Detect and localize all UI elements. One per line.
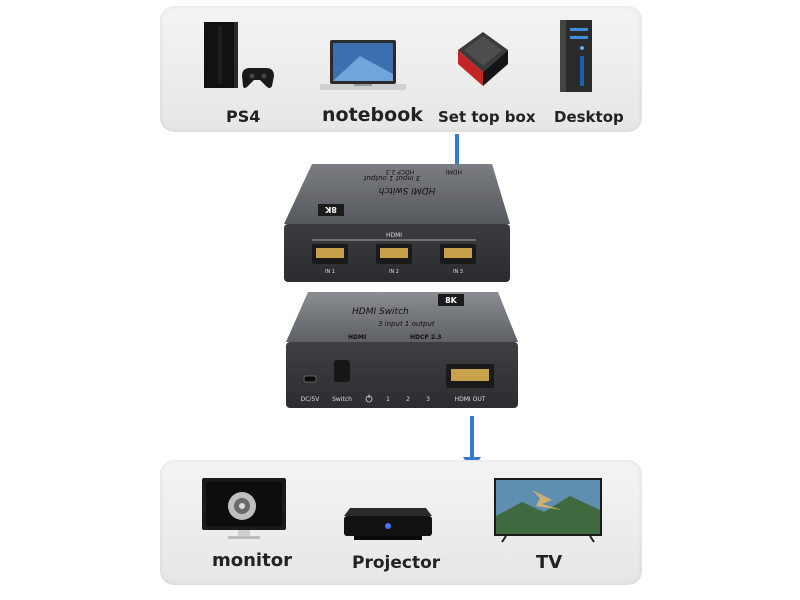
hdmi-switch-input-side: 8K HDMI Switch 3 input 1 output HDCP 2.3… <box>282 160 512 286</box>
desktop-tower-icon <box>556 18 596 94</box>
ps4-label: PS4 <box>226 107 261 126</box>
switch-out-brand: HDMI Switch <box>352 307 409 317</box>
switch-in-logo: HDMI <box>446 168 462 175</box>
switch-out-led-2: 2 <box>406 396 410 403</box>
switch-out-hdcp: HDCP 2.3 <box>410 334 442 341</box>
switch-in-tagline: 3 input 1 output <box>363 174 420 182</box>
ps4-console-icon <box>198 20 278 92</box>
switch-in-hdcp: HDCP 2.3 <box>386 168 415 175</box>
hdmi-switch-output-side: HDMI Switch 3 input 1 output 8K HDMI HDC… <box>282 288 522 412</box>
switch-in-port-3-label: IN 3 <box>453 269 463 275</box>
set-top-box-icon <box>456 30 510 94</box>
tv-icon <box>492 476 604 544</box>
output-arrow-shaft <box>470 416 474 458</box>
notebook-label: notebook <box>322 104 423 126</box>
tv-label: TV <box>536 552 563 573</box>
switch-out-logo: HDMI <box>348 334 366 341</box>
switch-in-badge: 8K <box>324 205 337 214</box>
switch-out-hdmi-out-label: HDMI OUT <box>455 396 486 403</box>
switch-out-badge: 8K <box>445 296 458 305</box>
projector-label: Projector <box>352 553 441 573</box>
monitor-icon <box>200 476 288 542</box>
monitor-label: monitor <box>212 550 292 571</box>
switch-out-led-1: 1 <box>386 396 390 403</box>
projector-icon <box>340 498 436 544</box>
notebook-laptop-icon <box>320 38 406 94</box>
switch-in-brand: HDMI Switch <box>378 185 435 195</box>
switch-in-port-2-label: IN 2 <box>389 269 399 275</box>
switch-out-tagline: 3 input 1 output <box>378 320 435 328</box>
switch-out-led-3: 3 <box>426 396 430 403</box>
power-icon <box>365 394 373 403</box>
switch-out-dc-label: DC/5V <box>301 396 321 403</box>
set-top-box-label: Set top box <box>438 108 536 126</box>
switch-in-port-group-label: HDMI <box>386 232 402 239</box>
switch-in-port-1-label: IN 1 <box>325 269 335 275</box>
switch-out-switch-label: Switch <box>332 396 352 403</box>
desktop-label: Desktop <box>554 108 624 126</box>
